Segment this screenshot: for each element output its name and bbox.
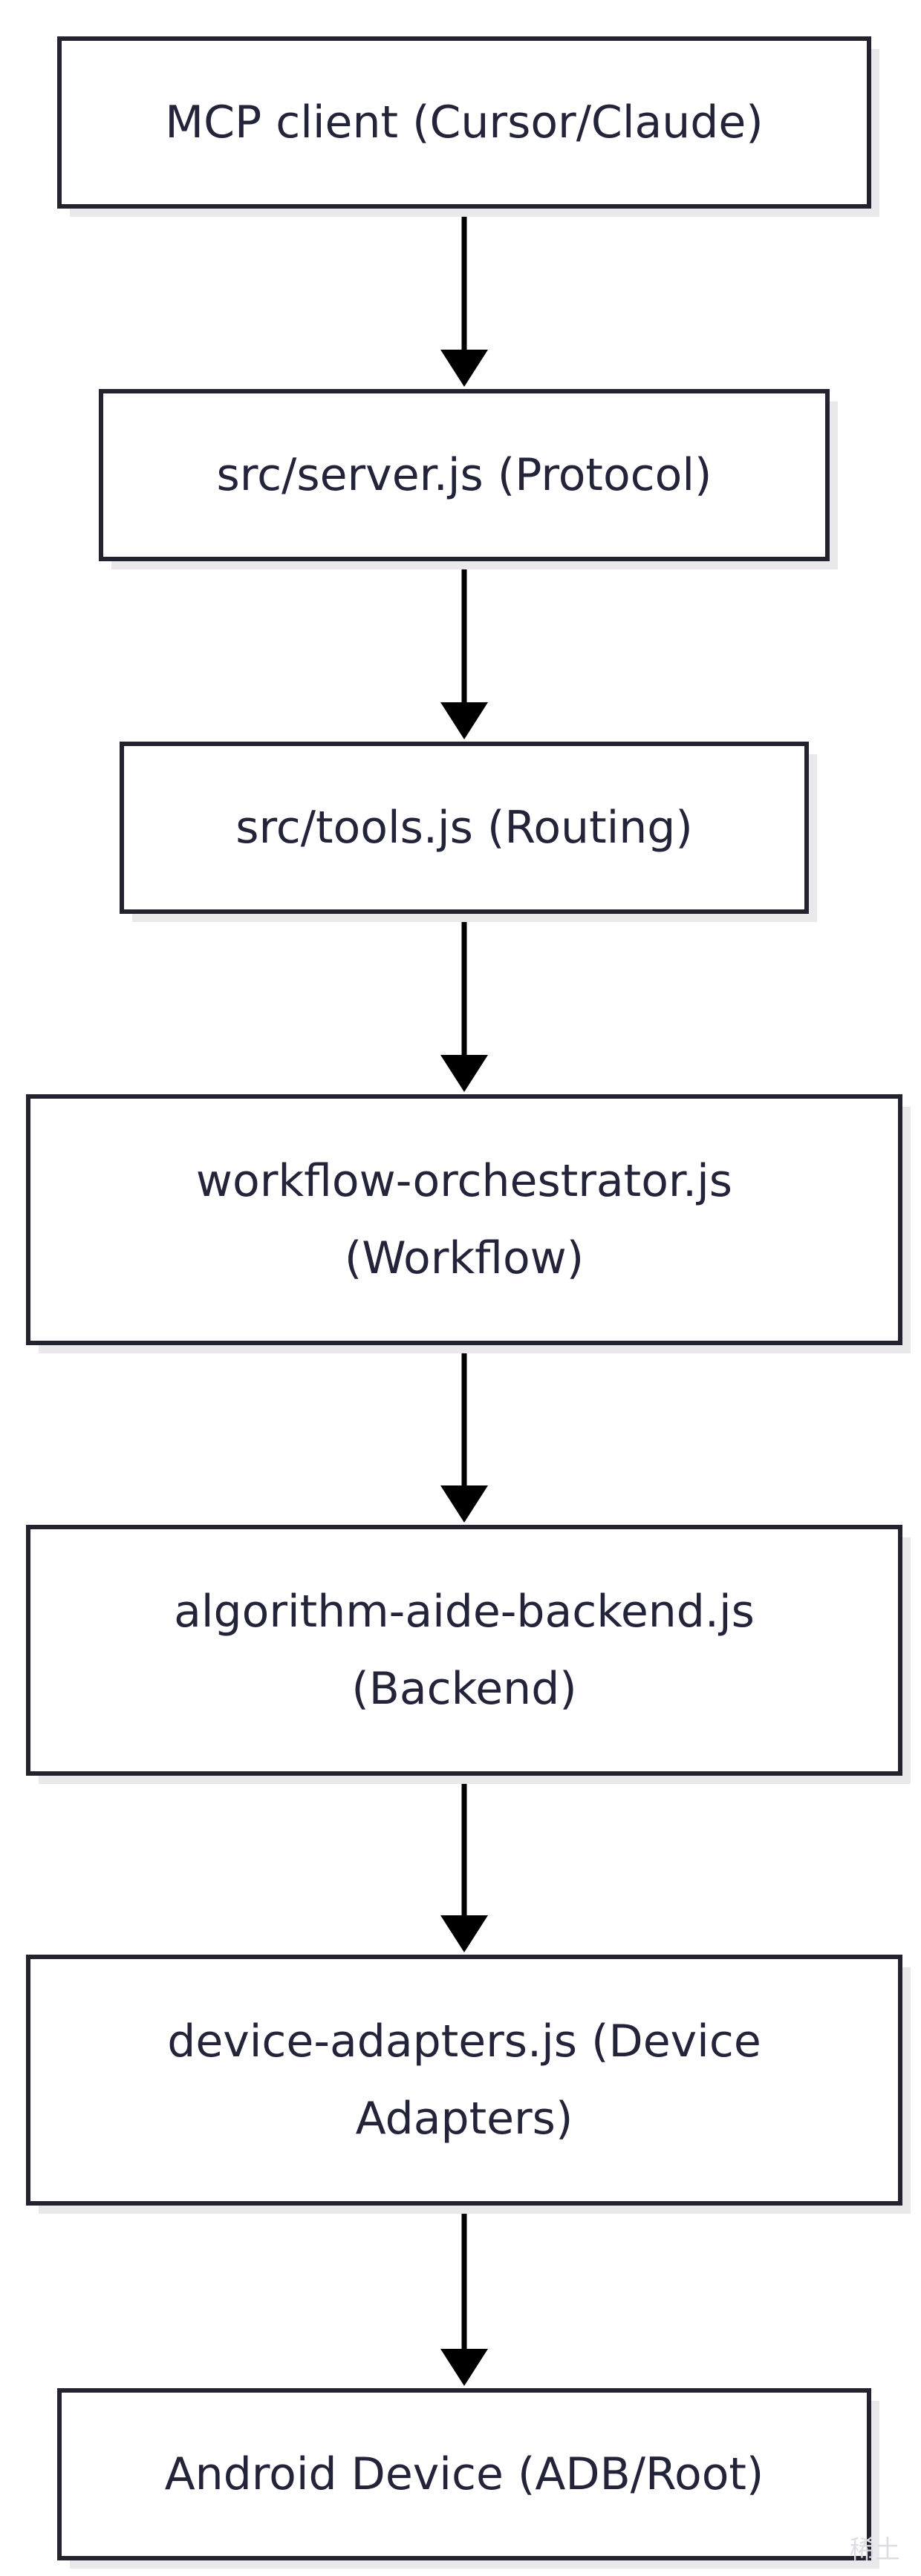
arrowhead: [440, 350, 488, 387]
node-label: (Workflow): [345, 1232, 584, 1284]
node-label: Android Device (ADB/Root): [165, 2448, 764, 2500]
node-label: device-adapters.js (Device: [167, 2016, 761, 2067]
watermark-text: 稀土: [850, 2535, 900, 2565]
node-mcp-client: MCP client (Cursor/Claude): [57, 36, 879, 217]
edge-arrow: [440, 1776, 488, 1952]
node-label: Adapters): [356, 2093, 573, 2145]
node-box: [26, 1094, 902, 1345]
node-label: src/server.js (Protocol): [217, 449, 712, 501]
edge-arrow: [440, 914, 488, 1092]
node-box: [26, 1955, 902, 2206]
node-workflow: workflow-orchestrator.js (Workflow): [26, 1094, 911, 1353]
node-backend: algorithm-aide-backend.js (Backend): [26, 1525, 911, 1784]
arrowhead: [440, 1485, 488, 1523]
node-label: (Backend): [351, 1663, 576, 1715]
nodes-layer: MCP client (Cursor/Claude) src/server.js …: [26, 36, 911, 2569]
node-label: algorithm-aide-backend.js: [174, 1586, 755, 1638]
node-box: [57, 2388, 871, 2560]
node-box: [120, 742, 809, 914]
arrowhead: [440, 1915, 488, 1952]
edges-layer: [440, 209, 488, 2386]
node-label: workflow-orchestrator.js: [196, 1155, 732, 1207]
arrowhead: [440, 1055, 488, 1092]
arrowhead: [440, 702, 488, 739]
arrowhead: [440, 2349, 488, 2386]
edge-arrow: [440, 2206, 488, 2386]
edge-arrow: [440, 1345, 488, 1523]
node-server: src/server.js (Protocol): [99, 389, 838, 569]
edge-arrow: [440, 209, 488, 387]
node-label: src/tools.js (Routing): [235, 802, 693, 854]
node-box: [57, 36, 871, 209]
edge-arrow: [440, 561, 488, 739]
node-box: [99, 389, 830, 561]
node-android: Android Device (ADB/Root): [57, 2388, 879, 2569]
node-box: [26, 1525, 902, 1776]
node-tools: src/tools.js (Routing): [120, 742, 817, 922]
node-label: MCP client (Cursor/Claude): [165, 97, 763, 148]
